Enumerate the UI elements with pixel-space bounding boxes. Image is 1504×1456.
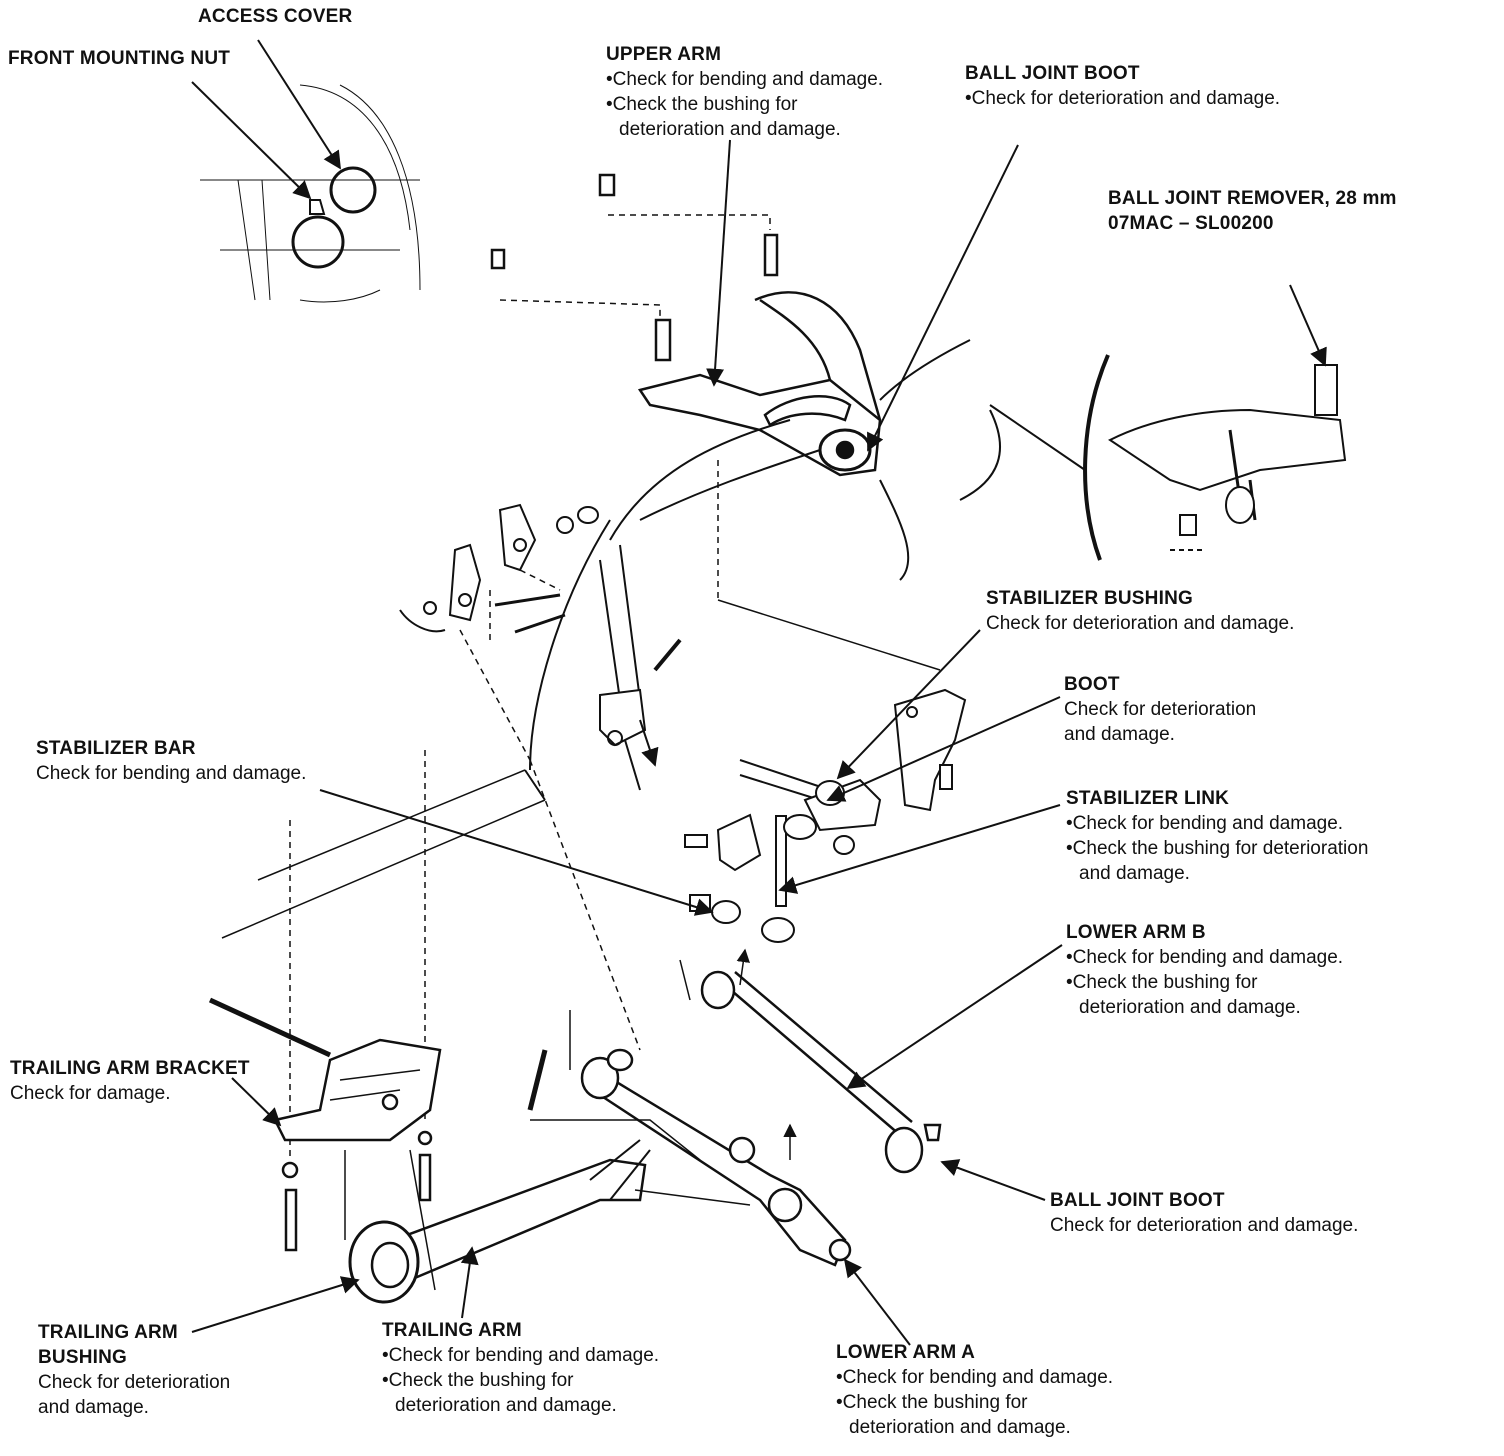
trailing-arm-bracket: [208, 997, 442, 1252]
leader-lines: [191, 39, 1327, 1346]
stabilizer-bar-title: STABILIZER BAR: [36, 738, 196, 759]
access-cover-inset: [200, 84, 421, 303]
front-mounting-nut-title: FRONT MOUNTING NUT: [8, 48, 231, 69]
boot-line1: Check for deterioration: [1064, 699, 1257, 720]
trailing-arm-line1: Check for bending and damage.: [382, 1343, 659, 1368]
ball-joint-remover: [989, 354, 1347, 561]
trailing-arm-bracket-title: TRAILING ARM BRACKET: [10, 1058, 250, 1079]
lower-arm-a-line3: deterioration and damage.: [849, 1417, 1071, 1438]
stabilizer-bushing-line1: Check for deterioration and damage.: [986, 613, 1295, 634]
stabilizer-bushing-title: STABILIZER BUSHING: [986, 588, 1193, 609]
lower-arm-a-line1: Check for bending and damage.: [836, 1365, 1113, 1390]
label-ball-joint-boot-top: BALL JOINT BOOT Check for deterioration …: [965, 61, 1280, 111]
label-trailing-arm-bushing: TRAILING ARM BUSHING Check for deteriora…: [38, 1320, 230, 1420]
label-access-cover: ACCESS COVER: [198, 4, 352, 29]
boot-line2: and damage.: [1064, 724, 1175, 745]
upper-arm-line3: deterioration and damage.: [619, 119, 841, 140]
upper-arm: [490, 173, 882, 477]
label-front-mounting-nut: FRONT MOUNTING NUT: [8, 46, 230, 71]
lower-arm-b-title: LOWER ARM B: [1066, 922, 1206, 943]
trailing-arm: [344, 1139, 651, 1304]
trailing-arm-title: TRAILING ARM: [382, 1320, 522, 1341]
lower-arm-b-line2: Check the bushing for: [1066, 970, 1343, 995]
trailing-arm-line2: Check the bushing for: [382, 1368, 659, 1393]
trailing-arm-bushing-title2: BUSHING: [38, 1347, 128, 1368]
label-lower-arm-a: LOWER ARM A Check for bending and damage…: [836, 1340, 1113, 1440]
stabilizer-clamp: [599, 638, 682, 791]
stabilizer-link-line3: and damage.: [1079, 863, 1190, 884]
lower-arm-a: [527, 1010, 852, 1267]
ball-joint-boot-bottom-title: BALL JOINT BOOT: [1050, 1190, 1225, 1211]
ball-joint-remover-title: BALL JOINT REMOVER, 28 mm: [1108, 188, 1397, 209]
trailing-arm-bracket-line1: Check for damage.: [10, 1083, 171, 1104]
knuckle-outline: [529, 339, 1001, 771]
ball-joint-boot-bottom-line1: Check for deterioration and damage.: [1050, 1215, 1359, 1236]
upper-arm-line2: Check the bushing for: [606, 92, 883, 117]
stabilizer-bar-line1: Check for bending and damage.: [36, 763, 307, 784]
ball-joint-boot-top-line1: Check for deterioration and damage.: [965, 86, 1280, 111]
label-trailing-arm-bracket: TRAILING ARM BRACKET Check for damage.: [10, 1056, 250, 1106]
label-lower-arm-b: LOWER ARM B Check for bending and damage…: [1066, 920, 1343, 1020]
trailing-arm-bushing-line2: and damage.: [38, 1397, 149, 1418]
boot-title: BOOT: [1064, 674, 1120, 695]
access-cover: [329, 166, 377, 214]
stabilizer-link-line1: Check for bending and damage.: [1066, 811, 1368, 836]
upper-bolt-left: [654, 318, 672, 362]
upper-arm-title: UPPER ARM: [606, 44, 722, 65]
trailing-arm-line3: deterioration and damage.: [395, 1395, 617, 1416]
label-ball-joint-boot-bottom: BALL JOINT BOOT Check for deterioration …: [1050, 1188, 1358, 1238]
lower-arm-a-line2: Check the bushing for: [836, 1390, 1113, 1415]
lower-arm-b: [679, 950, 942, 1174]
lower-arm-b-line1: Check for bending and damage.: [1066, 945, 1343, 970]
trailing-arm-bushing-line1: Check for deterioration: [38, 1372, 231, 1393]
label-stabilizer-bushing: STABILIZER BUSHING Check for deteriorati…: [986, 586, 1294, 636]
upper-arm-line1: Check for bending and damage.: [606, 67, 883, 92]
upper-bolt-right: [763, 233, 779, 277]
ball-joint-remover-part-number: 07MAC – SL00200: [1108, 213, 1274, 234]
label-boot: BOOT Check for deterioration and damage.: [1064, 672, 1256, 747]
ball-joint-boot-top-title: BALL JOINT BOOT: [965, 63, 1140, 84]
label-ball-joint-remover: BALL JOINT REMOVER, 28 mm 07MAC – SL0020…: [1108, 186, 1397, 236]
stabilizer-bracket: [399, 503, 599, 634]
label-trailing-arm: TRAILING ARM Check for bending and damag…: [382, 1318, 659, 1418]
lower-arm-b-line3: deterioration and damage.: [1079, 997, 1301, 1018]
stabilizer-link-title: STABILIZER LINK: [1066, 788, 1230, 809]
label-stabilizer-link: STABILIZER LINK Check for bending and da…: [1066, 786, 1368, 886]
label-upper-arm: UPPER ARM Check for bending and damage. …: [606, 42, 883, 142]
stabilizer-link-line2: Check the bushing for deterioration: [1066, 836, 1369, 861]
trailing-arm-bushing-title: TRAILING ARM: [38, 1322, 178, 1343]
lower-arm-a-title: LOWER ARM A: [836, 1342, 976, 1363]
access-cover-title: ACCESS COVER: [198, 6, 353, 27]
label-stabilizer-bar: STABILIZER BAR Check for bending and dam…: [36, 736, 306, 786]
stabilizer-link-group: [684, 688, 967, 943]
